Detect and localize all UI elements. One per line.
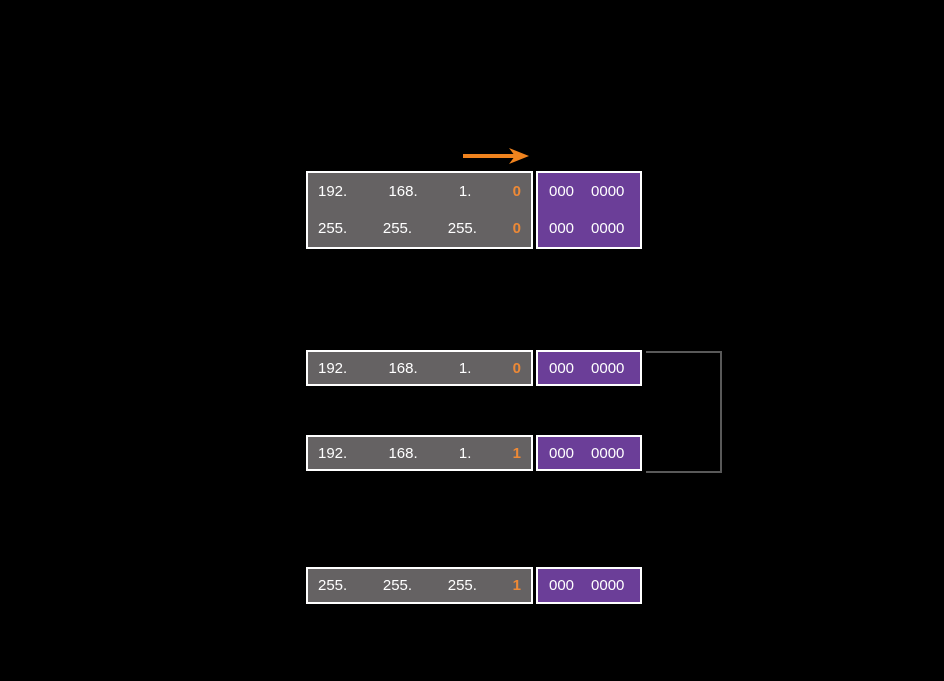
octet-1: 192.: [318, 183, 348, 200]
host-bits-group-2: 0000: [591, 444, 625, 462]
octet-2: 168.: [388, 444, 418, 462]
host-bits-group-1: 000: [549, 220, 575, 237]
octet-2: 168.: [388, 359, 418, 377]
octet-3: 255.: [447, 577, 477, 594]
new-subnet-mask-row: 255. 255. 255. 1 000 0000: [306, 567, 642, 604]
octet-2: 168.: [388, 183, 418, 200]
decimal-octets-section: 192. 168. 1. 0 255. 255. 255. 0: [306, 171, 533, 249]
octet-2: 255.: [382, 577, 413, 594]
host-bits-group-2: 0000: [591, 183, 625, 200]
decimal-octets-section: 192. 168. 1. 0: [306, 350, 533, 386]
octet-3: 1.: [458, 183, 472, 200]
host-bits-row: 000 0000: [538, 569, 640, 602]
subnet-bit: 1: [512, 577, 521, 594]
binary-host-bits-section: 000 0000 000 0000: [536, 171, 642, 249]
binary-host-bits-section: 000 0000: [536, 350, 642, 386]
ip-address-row: 192. 168. 1. 0: [308, 352, 531, 384]
subnet-bit: 0: [512, 359, 521, 377]
octet-2: 255.: [382, 220, 413, 237]
octet-3: 1.: [458, 359, 472, 377]
host-bits-group-2: 0000: [591, 220, 625, 237]
octet-1: 255.: [318, 577, 348, 594]
octet-1: 192.: [318, 444, 348, 462]
octet-1: 255.: [318, 220, 348, 237]
binary-host-bits-section: 000 0000: [536, 567, 642, 604]
host-bits-group-1: 000: [549, 444, 575, 462]
octet-3: 255.: [447, 220, 477, 237]
address-and-mask-table: 192. 168. 1. 0 255. 255. 255. 0 000 0000…: [306, 171, 642, 249]
subnet-b-row: 192. 168. 1. 1 000 0000: [306, 435, 642, 471]
octet-3: 1.: [458, 444, 472, 462]
subnet-bit: 0: [512, 183, 521, 200]
subnet-a-row: 192. 168. 1. 0 000 0000: [306, 350, 642, 386]
subnet-bit: 0: [512, 220, 521, 237]
subnet-mask-row: 255. 255. 255. 0: [308, 210, 531, 247]
subnet-mask-row: 255. 255. 255. 1: [308, 569, 531, 602]
subnet-bit: 1: [512, 444, 521, 462]
binary-host-bits-section: 000 0000: [536, 435, 642, 471]
host-bits-group-1: 000: [549, 183, 575, 200]
host-bits-group-1: 000: [549, 577, 575, 594]
host-bits-row: 000 0000: [538, 352, 640, 384]
decimal-octets-section: 255. 255. 255. 1: [306, 567, 533, 604]
subnet-group-bracket: [646, 351, 722, 473]
right-arrow-icon: [463, 148, 529, 164]
decimal-octets-section: 192. 168. 1. 1: [306, 435, 533, 471]
octet-1: 192.: [318, 359, 348, 377]
host-bits-group-2: 0000: [591, 359, 625, 377]
host-bits-group-1: 000: [549, 359, 575, 377]
host-bits-row: 000 0000: [538, 210, 640, 247]
network-address-row: 192. 168. 1. 0: [308, 173, 531, 210]
host-bits-row: 000 0000: [538, 437, 640, 469]
host-bits-group-2: 0000: [591, 577, 625, 594]
host-bits-row: 000 0000: [538, 173, 640, 210]
ip-address-row: 192. 168. 1. 1: [308, 437, 531, 469]
